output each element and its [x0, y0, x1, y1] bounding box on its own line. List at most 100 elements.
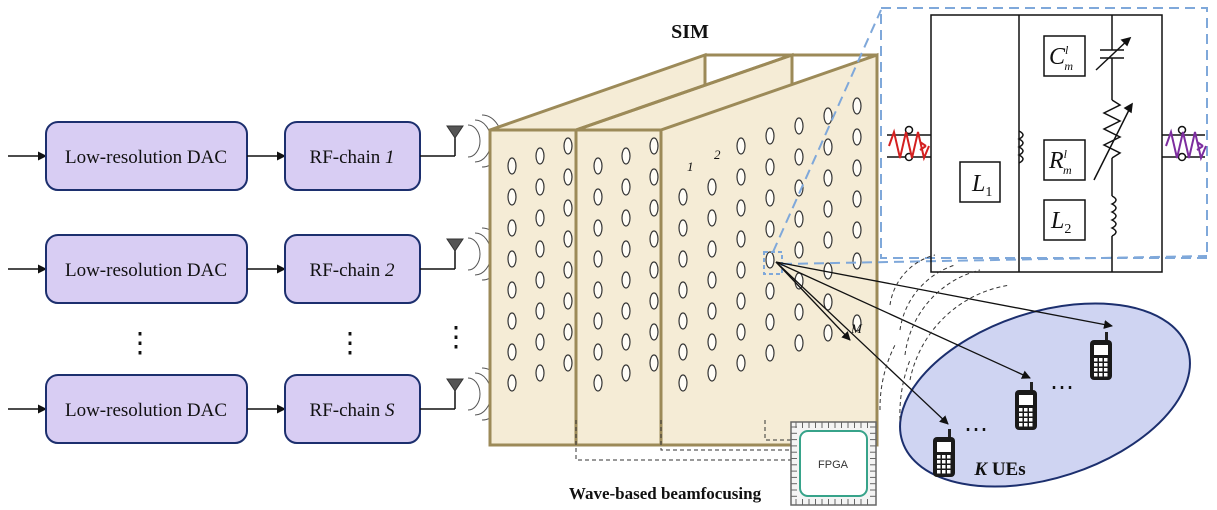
meta-atom — [593, 188, 603, 206]
meta-atom — [852, 128, 862, 146]
k-ues-label: K UEs — [973, 459, 1025, 480]
meta-atom — [707, 209, 717, 227]
meta-atom — [563, 323, 573, 341]
r-box — [1043, 139, 1086, 181]
meta-atom — [649, 354, 659, 372]
vertical-dots-rf: ⋮ — [336, 328, 364, 359]
meta-atom — [736, 354, 746, 372]
dac-label-3: Low-resolution DAC — [65, 400, 227, 421]
meta-atom — [563, 354, 573, 372]
meta-atom — [794, 179, 804, 197]
fpga-control-lines — [575, 420, 795, 461]
meta-atom — [678, 374, 688, 392]
meta-atom — [649, 137, 659, 155]
meta-atom — [736, 199, 746, 217]
meta-atom — [535, 271, 545, 289]
meta-atom — [563, 261, 573, 279]
meta-atom — [563, 137, 573, 155]
meta-atom — [852, 190, 862, 208]
meta-atom — [823, 169, 833, 187]
meta-atom — [823, 293, 833, 311]
meta-atom — [563, 168, 573, 186]
meta-atom — [794, 117, 804, 135]
meta-atom — [736, 292, 746, 310]
meta-atom — [707, 302, 717, 320]
meta-atom — [621, 271, 631, 289]
vertical-dots-antenna: ⋮ — [442, 322, 470, 353]
meta-atom — [707, 178, 717, 196]
phone-icon — [1090, 332, 1112, 380]
meta-atom — [649, 168, 659, 186]
meta-atom — [707, 333, 717, 351]
meta-atom — [535, 364, 545, 382]
meta-atom — [823, 231, 833, 249]
meta-atom — [593, 219, 603, 237]
rf-chain-label-3: RF-chain S — [310, 400, 395, 421]
phone-icon — [1015, 382, 1037, 430]
meta-atom — [535, 333, 545, 351]
meta-atom — [765, 282, 775, 300]
l2-box — [1043, 199, 1086, 241]
meta-atom — [852, 159, 862, 177]
meta-atom — [736, 168, 746, 186]
ue-dots-1: ⋯ — [964, 417, 988, 443]
meta-atom-label-2: 2 — [714, 147, 721, 162]
meta-atom — [707, 271, 717, 289]
meta-atom — [794, 148, 804, 166]
meta-atom — [794, 334, 804, 352]
meta-atom — [507, 312, 517, 330]
l1-label: L1 — [971, 171, 992, 200]
meta-atom — [678, 312, 688, 330]
meta-atom — [535, 209, 545, 227]
meta-atom — [765, 127, 775, 145]
input-wave-icon — [888, 128, 930, 162]
c-box — [1043, 35, 1086, 77]
transmit-chains: Low-resolution DAC RF-chain 1 Low-resolu… — [8, 114, 503, 444]
meta-atom — [678, 188, 688, 206]
meta-atom — [823, 200, 833, 218]
meta-atom — [765, 313, 775, 331]
meta-atom — [621, 302, 631, 320]
meta-atom — [736, 323, 746, 341]
ue-region — [899, 302, 1191, 488]
meta-atom — [649, 292, 659, 310]
ue-phones — [933, 332, 1112, 477]
meta-atom — [507, 374, 517, 392]
meta-atom — [823, 138, 833, 156]
meta-atom — [678, 343, 688, 361]
rf-chain-label-1: RF-chain 1 — [310, 147, 395, 168]
meta-atom — [794, 241, 804, 259]
meta-atom — [535, 240, 545, 258]
meta-atom — [507, 281, 517, 299]
meta-atom — [852, 97, 862, 115]
antenna-icon-3 — [446, 378, 464, 392]
meta-atom — [535, 302, 545, 320]
meta-atom — [621, 333, 631, 351]
meta-atom — [736, 261, 746, 279]
meta-atom-grid — [507, 97, 862, 392]
fpga-chip-icon: FPGA — [790, 421, 877, 506]
meta-atom — [736, 137, 746, 155]
meta-atom — [765, 220, 775, 238]
meta-atom — [649, 230, 659, 248]
meta-atom — [707, 364, 717, 382]
meta-atom — [621, 364, 631, 382]
meta-atom — [649, 199, 659, 217]
meta-atom — [507, 188, 517, 206]
vertical-dots-dac: ⋮ — [126, 328, 154, 359]
meta-atom — [621, 240, 631, 258]
meta-atom — [593, 374, 603, 392]
meta-atom — [621, 209, 631, 227]
antenna-icon-2 — [446, 238, 464, 252]
meta-atom — [765, 344, 775, 362]
meta-atom — [794, 303, 804, 321]
meta-atom — [507, 250, 517, 268]
meta-atom — [678, 281, 688, 299]
meta-atom — [593, 157, 603, 175]
meta-atom — [765, 158, 775, 176]
l1-box — [959, 161, 1001, 203]
meta-atom — [593, 312, 603, 330]
